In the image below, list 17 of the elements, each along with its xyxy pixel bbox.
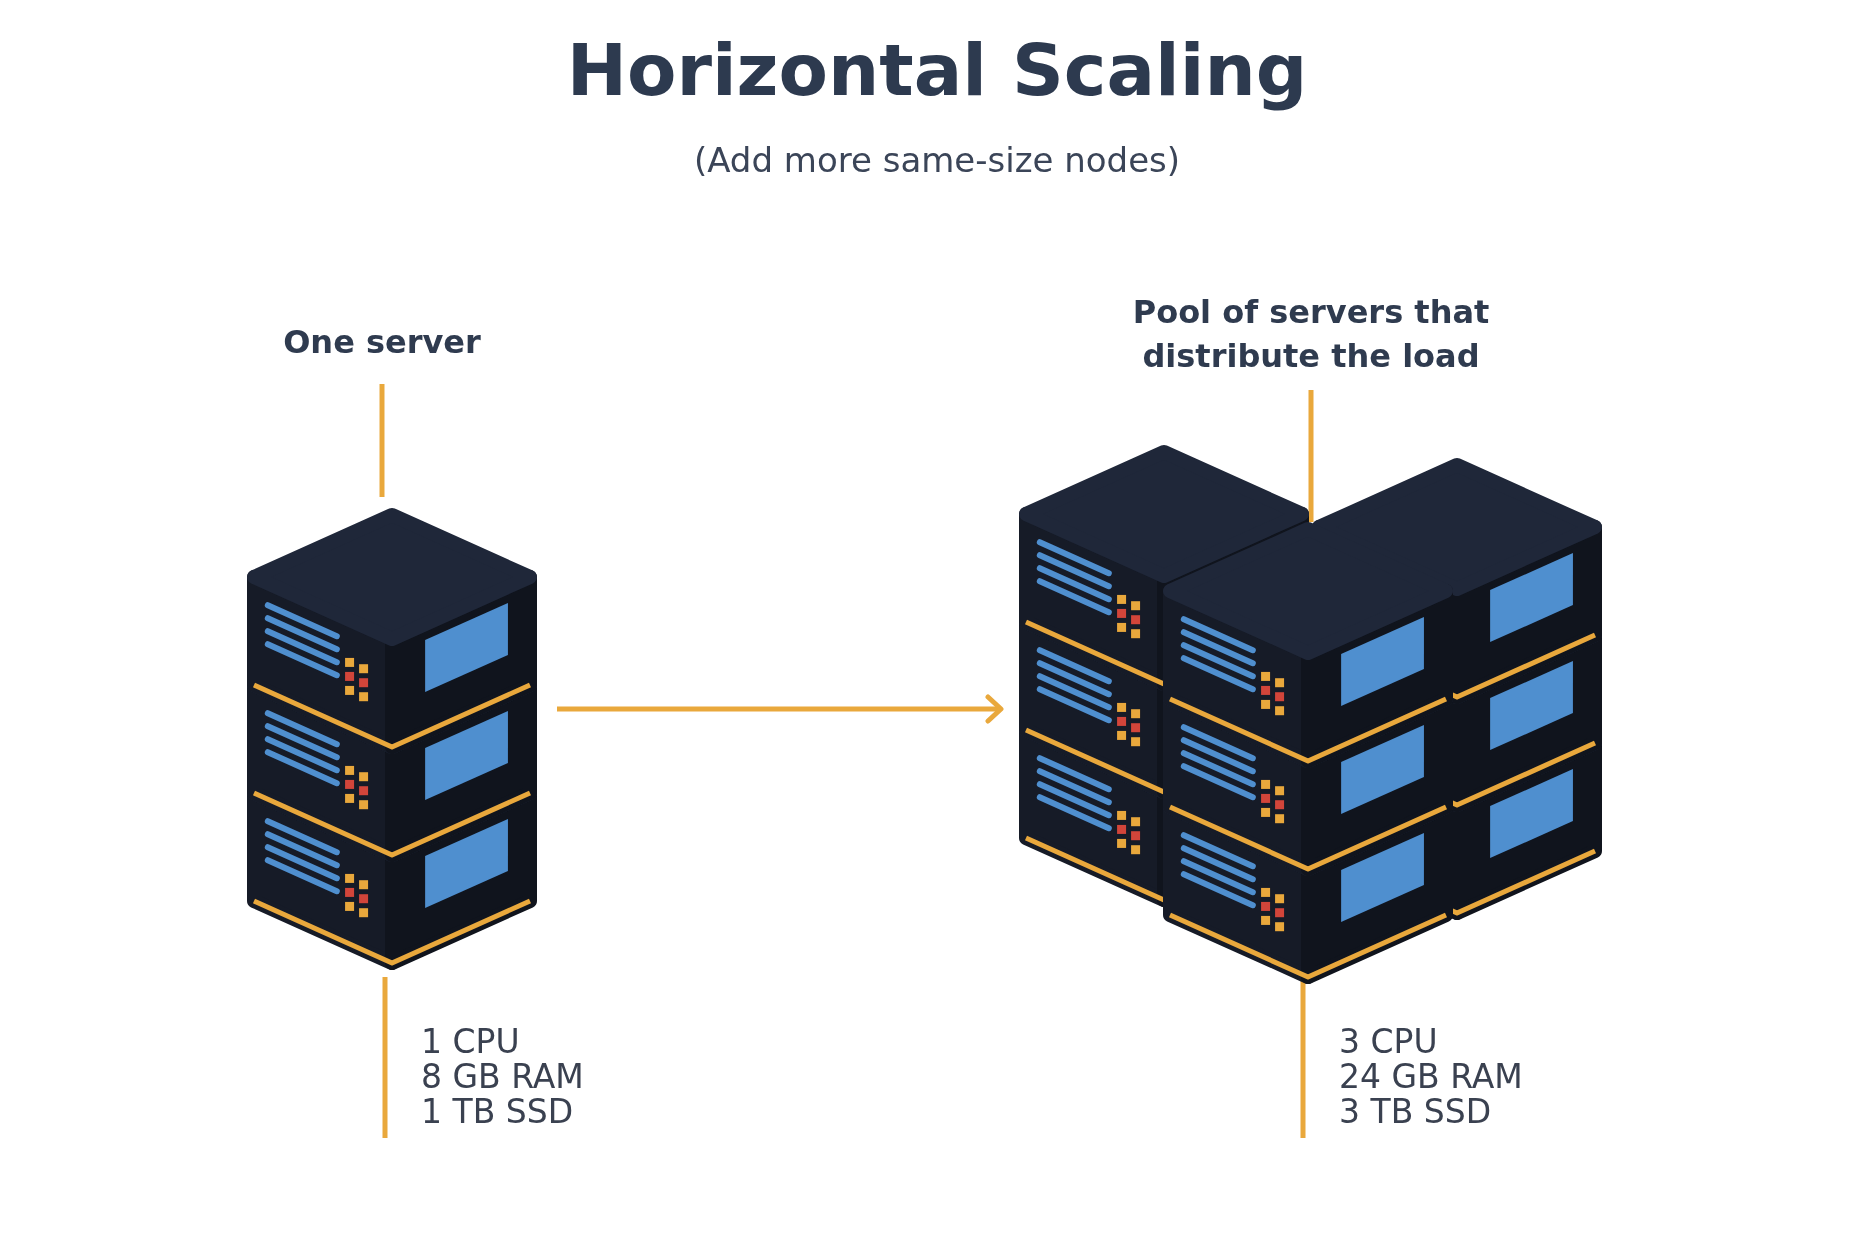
server-pool-drawing bbox=[1019, 445, 1602, 984]
title: Horizontal Scaling bbox=[566, 28, 1308, 112]
label: Pool of servers that distribute the load bbox=[1131, 292, 1491, 377]
server-stack-drawing bbox=[247, 508, 537, 970]
leader-line bbox=[1308, 390, 1314, 522]
arrow bbox=[557, 694, 1004, 724]
label: One server bbox=[282, 322, 482, 363]
leader-line bbox=[382, 977, 388, 1138]
spec-text: 1 CPU bbox=[421, 1024, 520, 1059]
leader-line bbox=[1300, 979, 1306, 1138]
leader-line bbox=[379, 384, 385, 497]
spec-text: 24 GB RAM bbox=[1339, 1059, 1523, 1094]
spec-text: 1 TB SSD bbox=[421, 1094, 574, 1129]
spec-text: 3 CPU bbox=[1339, 1024, 1438, 1059]
spec-text: 3 TB SSD bbox=[1339, 1094, 1492, 1129]
subtitle: (Add more same-size nodes) bbox=[693, 140, 1181, 180]
spec-text: 8 GB RAM bbox=[421, 1059, 584, 1094]
